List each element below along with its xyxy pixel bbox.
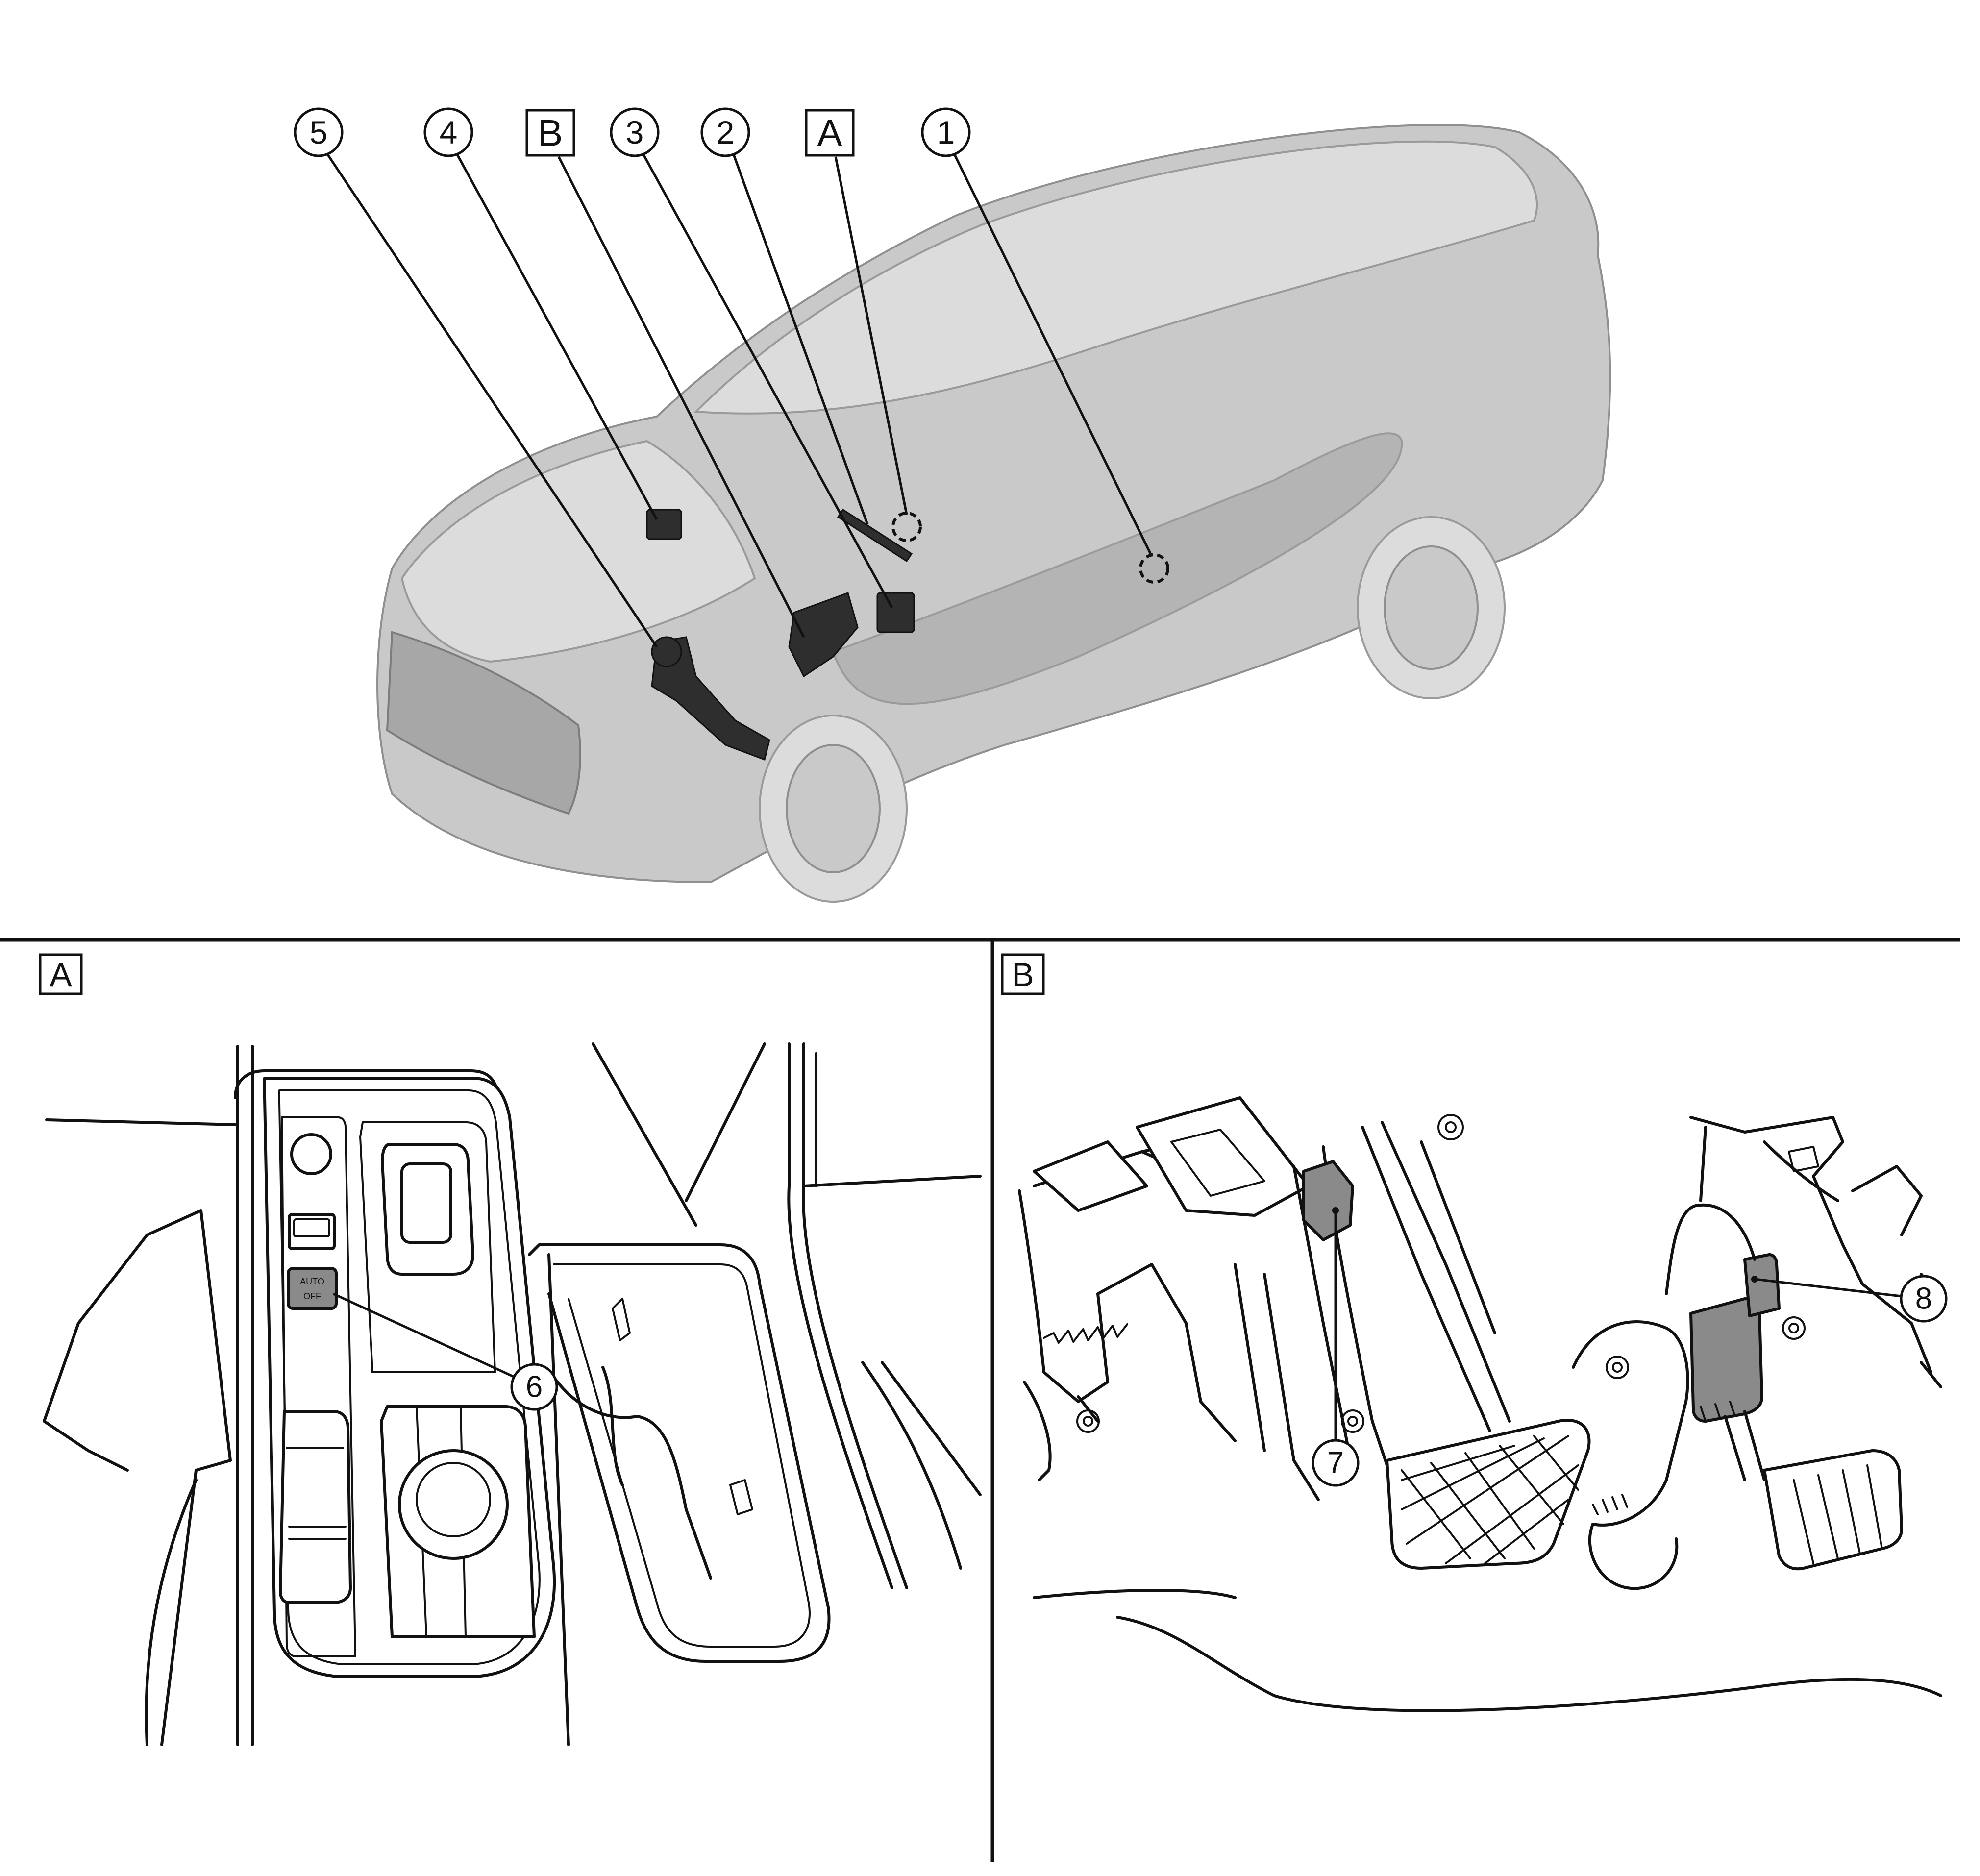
left-switch-column <box>281 1116 356 1657</box>
accelerator-connector <box>1743 1253 1781 1317</box>
panel-b-label: B <box>1001 953 1045 995</box>
svg-text:6: 6 <box>526 1370 543 1404</box>
vehicle-overview <box>376 124 1611 903</box>
right-structure <box>1689 1116 1932 1374</box>
small-square-switch[interactable] <box>288 1213 336 1250</box>
svg-text:A: A <box>50 956 72 993</box>
storage-outline <box>528 1042 831 1663</box>
callout-5: 5 <box>294 107 344 157</box>
floor-line-1 <box>1033 1589 1237 1599</box>
callout-7: 7 <box>1312 1439 1360 1487</box>
location-a-marker <box>891 512 922 542</box>
accelerator-pedal-pad <box>1763 1449 1903 1571</box>
console-outer-right <box>547 1253 570 1746</box>
callout-box-b: B <box>525 109 575 157</box>
component-4 <box>646 509 682 540</box>
pedal-arm <box>1361 1121 1511 1432</box>
vehicle-grille <box>386 631 581 815</box>
tall-rocker-switch[interactable] <box>279 1410 352 1604</box>
return-spring <box>1043 1323 1128 1344</box>
nut-2 <box>1076 1409 1100 1433</box>
callout-1: 1 <box>921 107 971 157</box>
dash-edge-left <box>45 1118 237 1126</box>
location-1-marker <box>1139 553 1169 584</box>
accelerator-pedal-sensor <box>1689 1297 1763 1423</box>
svg-text:8: 8 <box>1915 1282 1932 1316</box>
leader-6 <box>332 1292 516 1379</box>
stop-lamp-switch <box>1302 1160 1354 1241</box>
door-trim <box>787 1042 982 1589</box>
rear-rim <box>1384 545 1479 670</box>
svg-text:A: A <box>817 113 842 154</box>
svg-text:2: 2 <box>717 114 735 150</box>
leader-8-dot <box>1751 1276 1758 1283</box>
console-bezel-inner <box>278 1089 541 1665</box>
callout-3: 3 <box>610 107 660 157</box>
accelerator-arm <box>1724 1410 1766 1481</box>
bracket-left-pad <box>1033 1140 1148 1212</box>
seat-left-outline <box>43 1209 232 1746</box>
leader-8 <box>1754 1278 1902 1298</box>
svg-text:4: 4 <box>440 114 458 150</box>
gear-cable-curve <box>552 1376 712 1580</box>
component-5-motor <box>651 636 682 667</box>
svg-text:AUTO: AUTO <box>300 1277 324 1286</box>
vehicle-roof <box>693 140 1538 415</box>
vehicle-hood <box>400 440 756 663</box>
storage-inner <box>553 1263 811 1648</box>
svg-text:B: B <box>538 113 563 154</box>
brake-pedal-pattern <box>1401 1435 1579 1564</box>
booster-dome <box>1572 1320 1689 1527</box>
seat-left-edge <box>145 1479 198 1746</box>
nut-5 <box>1782 1316 1806 1340</box>
shift-module <box>359 1121 496 1373</box>
controller-dial-inner <box>416 1462 491 1537</box>
panel-a-label: A <box>39 953 83 995</box>
floor-line-2 <box>1116 1616 1942 1712</box>
shift-lever-button[interactable] <box>400 1162 452 1244</box>
callout-box-a: A <box>805 109 855 157</box>
front-rim <box>786 744 881 873</box>
svg-text:7: 7 <box>1327 1446 1344 1480</box>
svg-text:3: 3 <box>626 114 644 150</box>
console-outer-left <box>236 1045 254 1746</box>
controller-dial[interactable] <box>398 1449 509 1560</box>
svg-text:B: B <box>1012 956 1034 993</box>
vehicle-floor <box>832 432 1403 705</box>
nut-3 <box>1341 1409 1364 1433</box>
component-3 <box>876 592 915 633</box>
nut-1 <box>1437 1114 1464 1140</box>
leader-lines-top <box>324 151 1153 648</box>
component-5-steering-gear <box>651 636 770 761</box>
callout-8: 8 <box>1900 1275 1948 1323</box>
callout-6: 6 <box>510 1363 558 1411</box>
callout-4: 4 <box>423 107 473 157</box>
component-b-bracket <box>788 592 859 678</box>
console-top-band <box>234 1069 501 1099</box>
leader-7-dot <box>1332 1207 1339 1214</box>
auto-off-switch[interactable]: AUTO OFF <box>287 1267 338 1310</box>
callouts-top: 5 4 B 3 2 A 1 <box>294 107 971 157</box>
nut-4 <box>1606 1356 1629 1379</box>
round-switch[interactable] <box>290 1133 332 1175</box>
booster-ribs <box>1592 1494 1628 1515</box>
brake-pedal-pad <box>1386 1419 1591 1570</box>
svg-text:5: 5 <box>310 114 328 150</box>
svg-text:1: 1 <box>937 114 955 150</box>
accelerator-harness <box>1665 1203 1756 1295</box>
bracket-top-plate <box>1136 1096 1310 1217</box>
callout-2: 2 <box>700 107 750 157</box>
panel-a: A AUTO OFF <box>39 953 982 1746</box>
svg-text:OFF: OFF <box>303 1291 321 1301</box>
panel-b: B 7 <box>1001 953 1948 1712</box>
